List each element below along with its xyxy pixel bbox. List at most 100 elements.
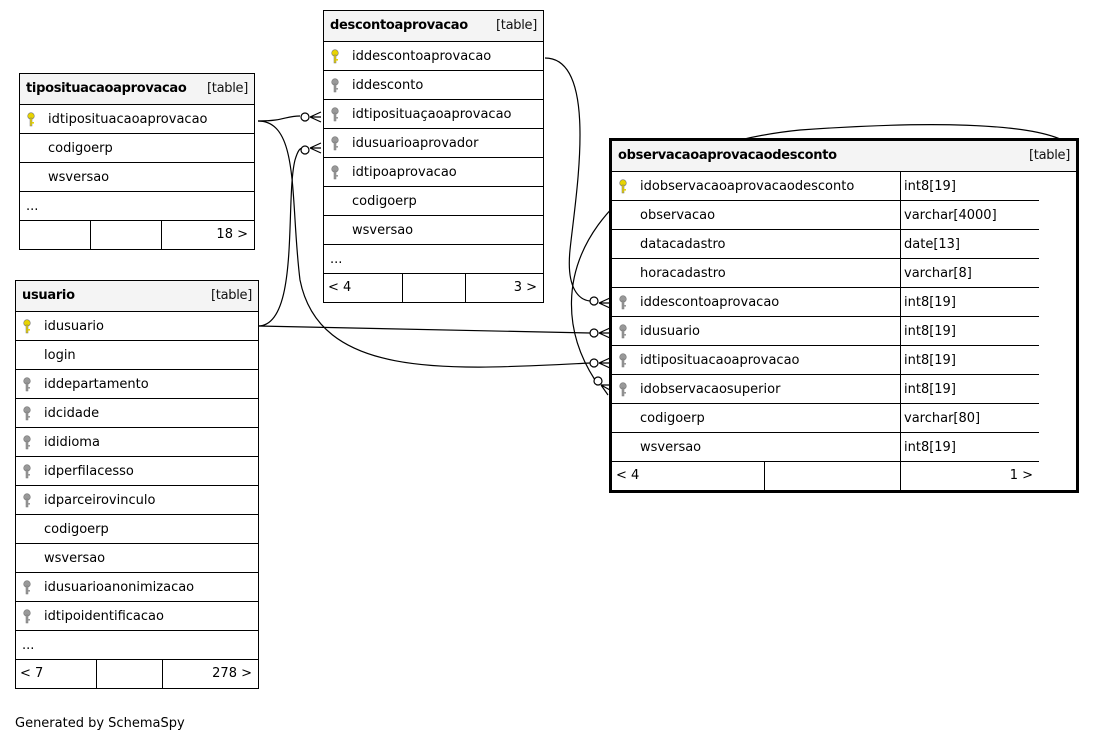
footer-left: < 4 (616, 468, 640, 483)
column-type: date[13] (900, 230, 1039, 258)
column-name: idtiposituacaoaprovacao (48, 112, 208, 127)
table-descontoaprovacao[interactable]: descontoaprovacao [table] iddescontoapro… (323, 10, 544, 303)
column-name: idtipoaprovacao (352, 165, 457, 180)
column-row[interactable]: iddepartamento (16, 370, 258, 399)
footer-right: 3 > (513, 280, 537, 295)
column-row[interactable]: idusuarioaprovador (324, 129, 543, 158)
column-name: horacadastro (640, 266, 726, 281)
table-header: descontoaprovacao [table] (324, 11, 543, 42)
table-observacaoaprovacaodesconto[interactable]: observacaoaprovacaodesconto [table] idob… (609, 138, 1079, 493)
footer-left: < 7 (20, 666, 44, 681)
edge-desconto-to-observacao (544, 57, 591, 302)
edge-tiposituacao-to-desconto (257, 115, 301, 122)
table-title: tiposituacaoaprovacao (26, 81, 187, 96)
column-row[interactable]: wsversao (16, 544, 258, 573)
column-type: int8[19] (900, 172, 1039, 200)
table-kind: [table] (496, 18, 537, 33)
column-name: idcidade (44, 406, 100, 421)
column-name: idparceirovinculo (44, 493, 156, 508)
column-name: codigoerp (48, 141, 113, 156)
table-footer: < 4 1 > (612, 462, 1039, 490)
column-name: idtiposituaçaoaprovacao (352, 107, 512, 122)
table-header: usuario [table] (16, 281, 258, 312)
footer-left (20, 221, 90, 249)
footer-right: 1 > (1009, 468, 1033, 483)
column-row[interactable]: idtipoidentificacao (16, 602, 258, 631)
column-row[interactable]: idusuarioanonimizacao (16, 573, 258, 602)
column-type: int8[19] (900, 346, 1039, 374)
column-row[interactable]: wsversao (20, 163, 254, 192)
column-name: iddesconto (352, 78, 424, 93)
column-row[interactable]: ididioma (16, 428, 258, 457)
table-footer: < 4 3 > (324, 274, 543, 302)
table-usuario[interactable]: usuario [table] idusuario login iddepartam… (15, 280, 259, 689)
column-name: wsversao (44, 551, 106, 566)
table-kind: [table] (1029, 148, 1070, 163)
generated-by-note: Generated by SchemaSpy (15, 716, 185, 731)
column-row[interactable]: iddescontoaprovacao (324, 42, 543, 71)
column-name: codigoerp (44, 522, 109, 537)
table-kind: [table] (211, 288, 252, 303)
column-row[interactable]: idperfilacesso (16, 457, 258, 486)
column-name: iddepartamento (44, 377, 149, 392)
more-columns-row[interactable]: ... (324, 245, 543, 274)
column-type: int8[19] (900, 317, 1039, 345)
column-type: varchar[4000] (900, 201, 1039, 229)
column-type: varchar[80] (900, 404, 1039, 432)
column-name: codigoerp (640, 411, 705, 426)
footer-right: 278 > (212, 666, 252, 681)
column-type: int8[19] (900, 433, 1039, 461)
column-name: idobservacaosuperior (640, 382, 781, 397)
column-name: ... (330, 252, 343, 267)
edge-usuario-to-observacao (257, 325, 591, 334)
column-row[interactable]: idtipoaprovacao (324, 158, 543, 187)
table-title: descontoaprovacao (330, 18, 468, 33)
column-row[interactable]: wsversao (324, 216, 543, 245)
table-footer: 18 > (20, 221, 254, 249)
table-kind: [table] (207, 81, 248, 96)
column-name: wsversao (48, 170, 110, 185)
column-row[interactable]: iddescontoaprovacao int8[19] (612, 288, 1039, 317)
more-columns-row[interactable]: ... (20, 192, 254, 221)
column-row[interactable]: wsversao int8[19] (612, 433, 1039, 462)
column-row[interactable]: login (16, 341, 258, 370)
column-row[interactable]: codigoerp varchar[80] (612, 404, 1039, 433)
edge-usuario-to-desconto (257, 147, 304, 327)
column-row[interactable]: idparceirovinculo (16, 486, 258, 515)
column-row[interactable]: codigoerp (20, 134, 254, 163)
column-row[interactable]: idcidade (16, 399, 258, 428)
column-name: idusuarioaprovador (352, 136, 479, 151)
column-row[interactable]: horacadastro varchar[8] (612, 259, 1039, 288)
footer-right: 18 > (216, 227, 248, 242)
column-name: idperfilacesso (44, 464, 134, 479)
column-row[interactable]: idusuario (16, 312, 258, 341)
footer-left: < 4 (328, 280, 352, 295)
more-columns-row[interactable]: ... (16, 631, 258, 660)
column-name: login (44, 348, 76, 363)
column-row[interactable]: codigoerp (324, 187, 543, 216)
table-footer: < 7 278 > (16, 660, 258, 688)
column-name: ... (26, 199, 39, 214)
column-name: idusuarioanonimizacao (44, 580, 195, 595)
column-row[interactable]: iddesconto (324, 71, 543, 100)
column-name: wsversao (352, 223, 414, 238)
table-header: observacaoaprovacaodesconto [table] (612, 141, 1076, 172)
column-row[interactable]: observacao varchar[4000] (612, 201, 1039, 230)
column-name: wsversao (640, 440, 702, 455)
column-row[interactable]: codigoerp (16, 515, 258, 544)
column-type: varchar[8] (900, 259, 1039, 287)
column-name: codigoerp (352, 194, 417, 209)
column-row[interactable]: idtiposituacaoaprovacao (20, 105, 254, 134)
column-row[interactable]: idtiposituaçaoaprovacao (324, 100, 543, 129)
column-name: ididioma (44, 435, 100, 450)
column-name: iddescontoaprovacao (640, 295, 780, 310)
column-name: observacao (640, 208, 716, 223)
column-type: int8[19] (900, 288, 1039, 316)
column-name: idtipoidentificacao (44, 609, 164, 624)
table-tiposituacaoaprovacao[interactable]: tiposituacaoaprovacao [table] idtipositu… (19, 73, 255, 250)
